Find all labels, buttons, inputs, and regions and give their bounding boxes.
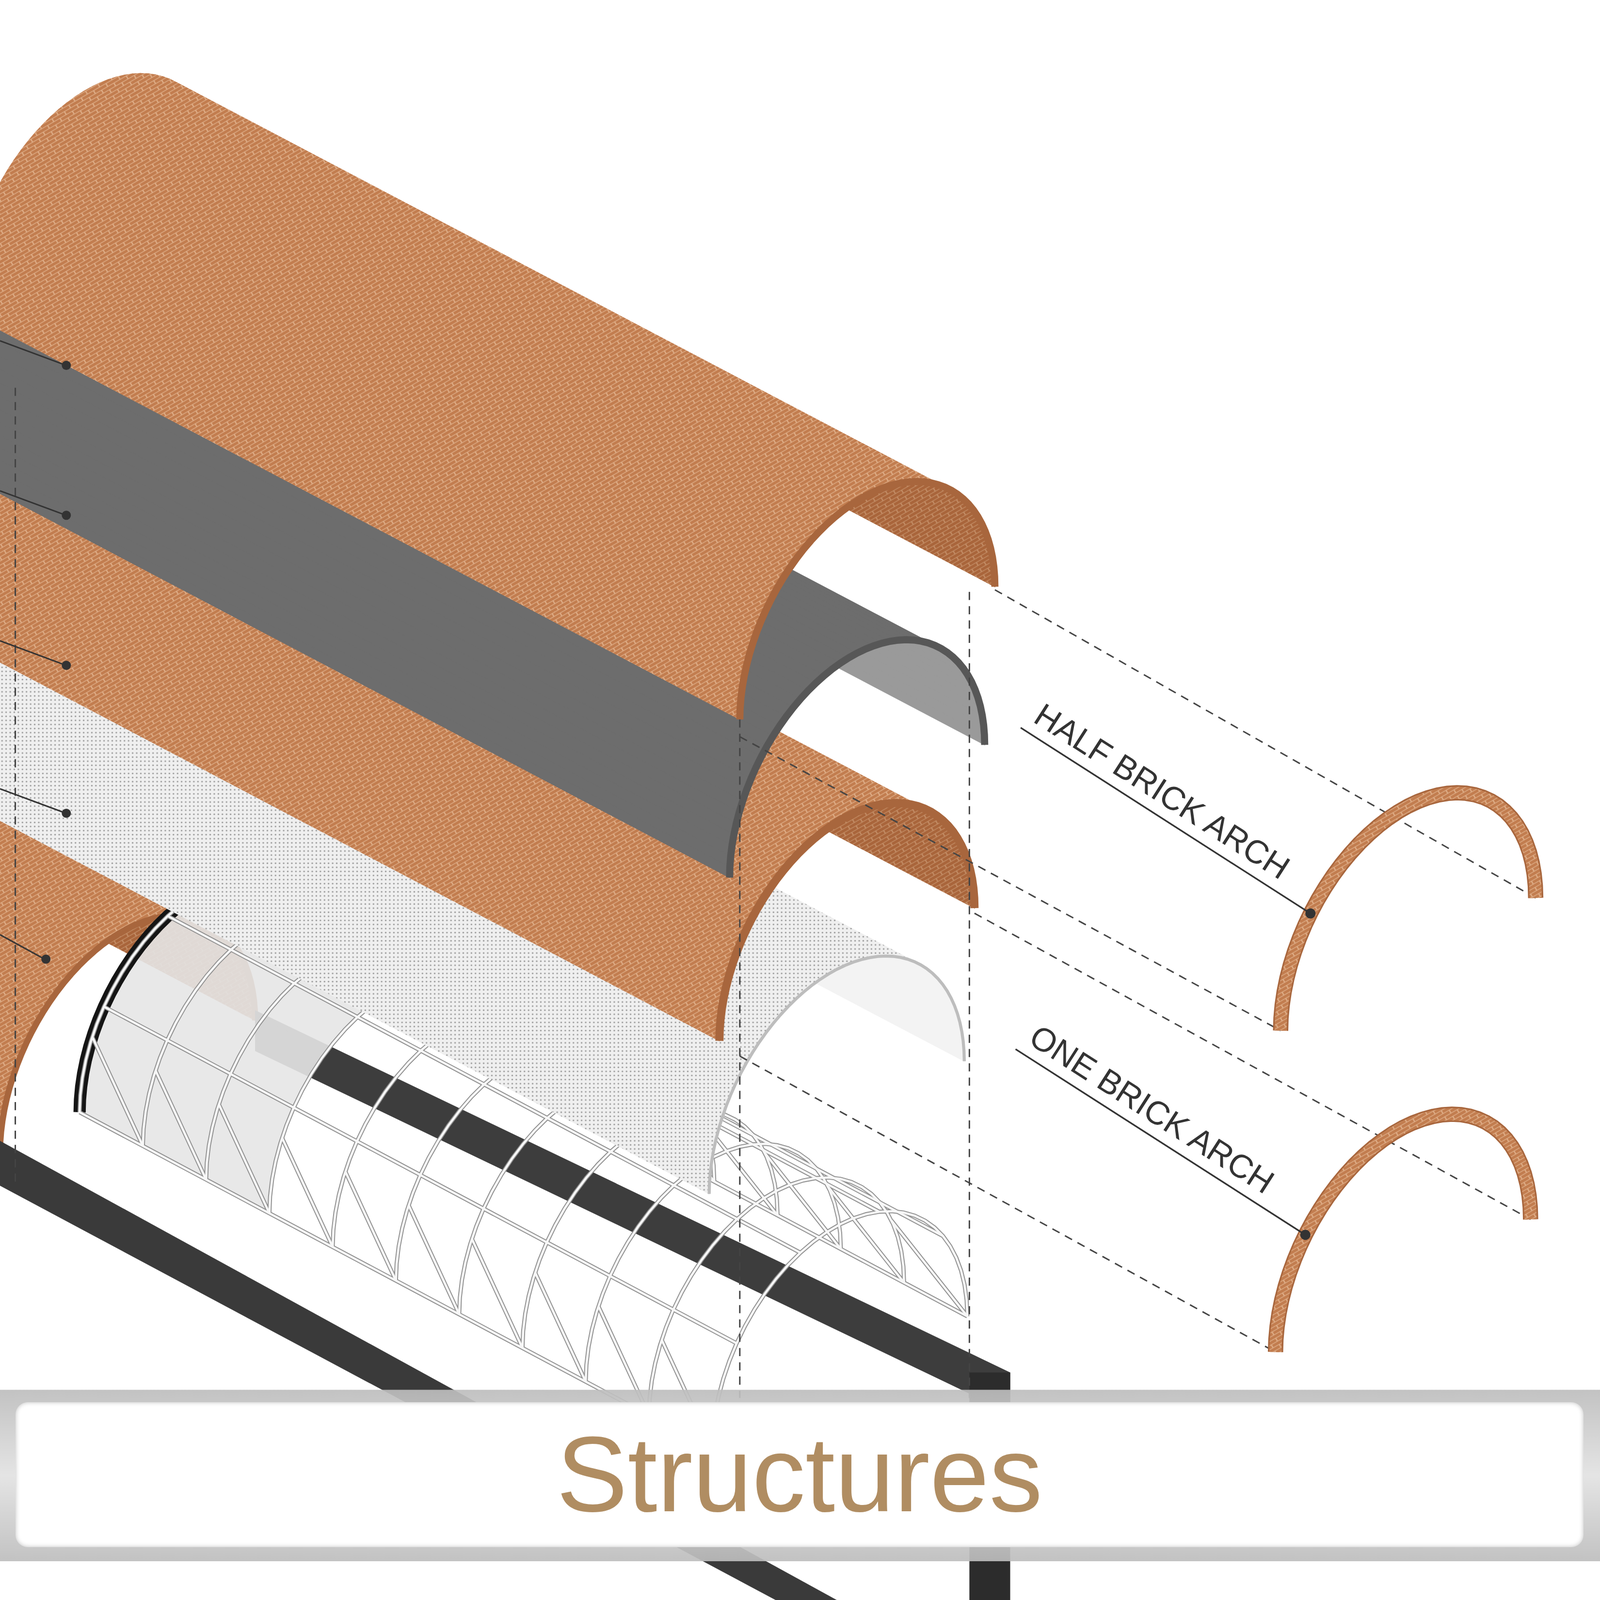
leader-dot bbox=[61, 808, 71, 818]
vault-surface bbox=[0, 245, 750, 666]
arch-icon-edge bbox=[1275, 1114, 1531, 1353]
steel-rib bbox=[471, 1238, 523, 1348]
projection-line bbox=[974, 913, 1531, 1220]
vault-front-edge bbox=[729, 639, 985, 878]
projection-line bbox=[739, 1056, 1276, 1352]
steel-rib bbox=[218, 1104, 270, 1214]
leader-dot bbox=[1300, 1229, 1311, 1240]
projection-line bbox=[739, 736, 1281, 1031]
steel-rib bbox=[828, 1186, 905, 1283]
half-brick-layer bbox=[0, 73, 995, 720]
part-label: HALF BRICK ARCH bbox=[1027, 695, 1297, 887]
vault-surface bbox=[0, 279, 743, 699]
leader-dot bbox=[61, 510, 71, 520]
leader-line bbox=[0, 490, 64, 514]
steel-rib bbox=[345, 1171, 396, 1281]
leader-line bbox=[0, 640, 64, 665]
steel-rib bbox=[891, 1220, 968, 1317]
leader-dot bbox=[61, 360, 71, 370]
vault-surface bbox=[0, 234, 753, 655]
leader-line bbox=[0, 340, 64, 365]
vault-surface bbox=[0, 212, 762, 632]
leader-dot bbox=[61, 660, 71, 671]
projection-line bbox=[994, 589, 1536, 898]
projection-line bbox=[738, 719, 741, 1399]
steel-rib bbox=[155, 1070, 207, 1180]
vault-surface bbox=[80, 1090, 271, 1203]
steel-rib bbox=[92, 1036, 143, 1146]
steel-rib bbox=[535, 1272, 586, 1382]
vault-front-edge bbox=[709, 956, 965, 1195]
vault-surface bbox=[0, 190, 772, 610]
steel-rib bbox=[765, 1152, 842, 1249]
vault-surface bbox=[0, 300, 740, 720]
projection-line bbox=[14, 387, 16, 1184]
steel-rib bbox=[282, 1137, 333, 1248]
steel-rib bbox=[408, 1205, 460, 1315]
vault-surface bbox=[0, 256, 747, 677]
steel-rib bbox=[535, 1272, 586, 1382]
steel-rib bbox=[471, 1238, 523, 1348]
leader-dot bbox=[1305, 908, 1316, 919]
vault-surface bbox=[0, 268, 745, 688]
caption-banner: Structures bbox=[15, 1402, 1584, 1548]
vault-surface bbox=[0, 289, 741, 709]
arch-icon bbox=[1280, 792, 1536, 1031]
caption-text: Structures bbox=[556, 1413, 1043, 1536]
arch-icon bbox=[1275, 1114, 1531, 1353]
arch-icon-edge bbox=[1280, 792, 1536, 1031]
steel-rib bbox=[282, 1137, 333, 1248]
steel-rib bbox=[218, 1104, 270, 1214]
steel-rib bbox=[92, 1036, 143, 1146]
label-holder: ONE BRICK ARCH bbox=[1023, 1017, 1281, 1202]
vault-surface bbox=[0, 223, 757, 643]
caption-band bbox=[0, 1389, 1600, 1562]
steel-rib bbox=[155, 1070, 207, 1180]
part-label: ONE BRICK ARCH bbox=[1023, 1017, 1281, 1202]
vault-front-edge bbox=[719, 802, 975, 1041]
label-holder: HALF BRICK ARCH bbox=[1027, 695, 1297, 887]
steel-rib bbox=[345, 1171, 396, 1281]
leader-dot bbox=[41, 954, 51, 964]
leader-line bbox=[0, 934, 43, 959]
label-underline bbox=[1020, 727, 1311, 914]
leader-line bbox=[0, 788, 64, 813]
vault-surface bbox=[80, 1080, 272, 1193]
projection-line bbox=[968, 592, 971, 1399]
label-underline bbox=[1015, 1049, 1306, 1235]
steel-rib bbox=[408, 1205, 460, 1315]
vault-surface bbox=[0, 201, 767, 621]
vault-front-edge bbox=[739, 481, 995, 720]
